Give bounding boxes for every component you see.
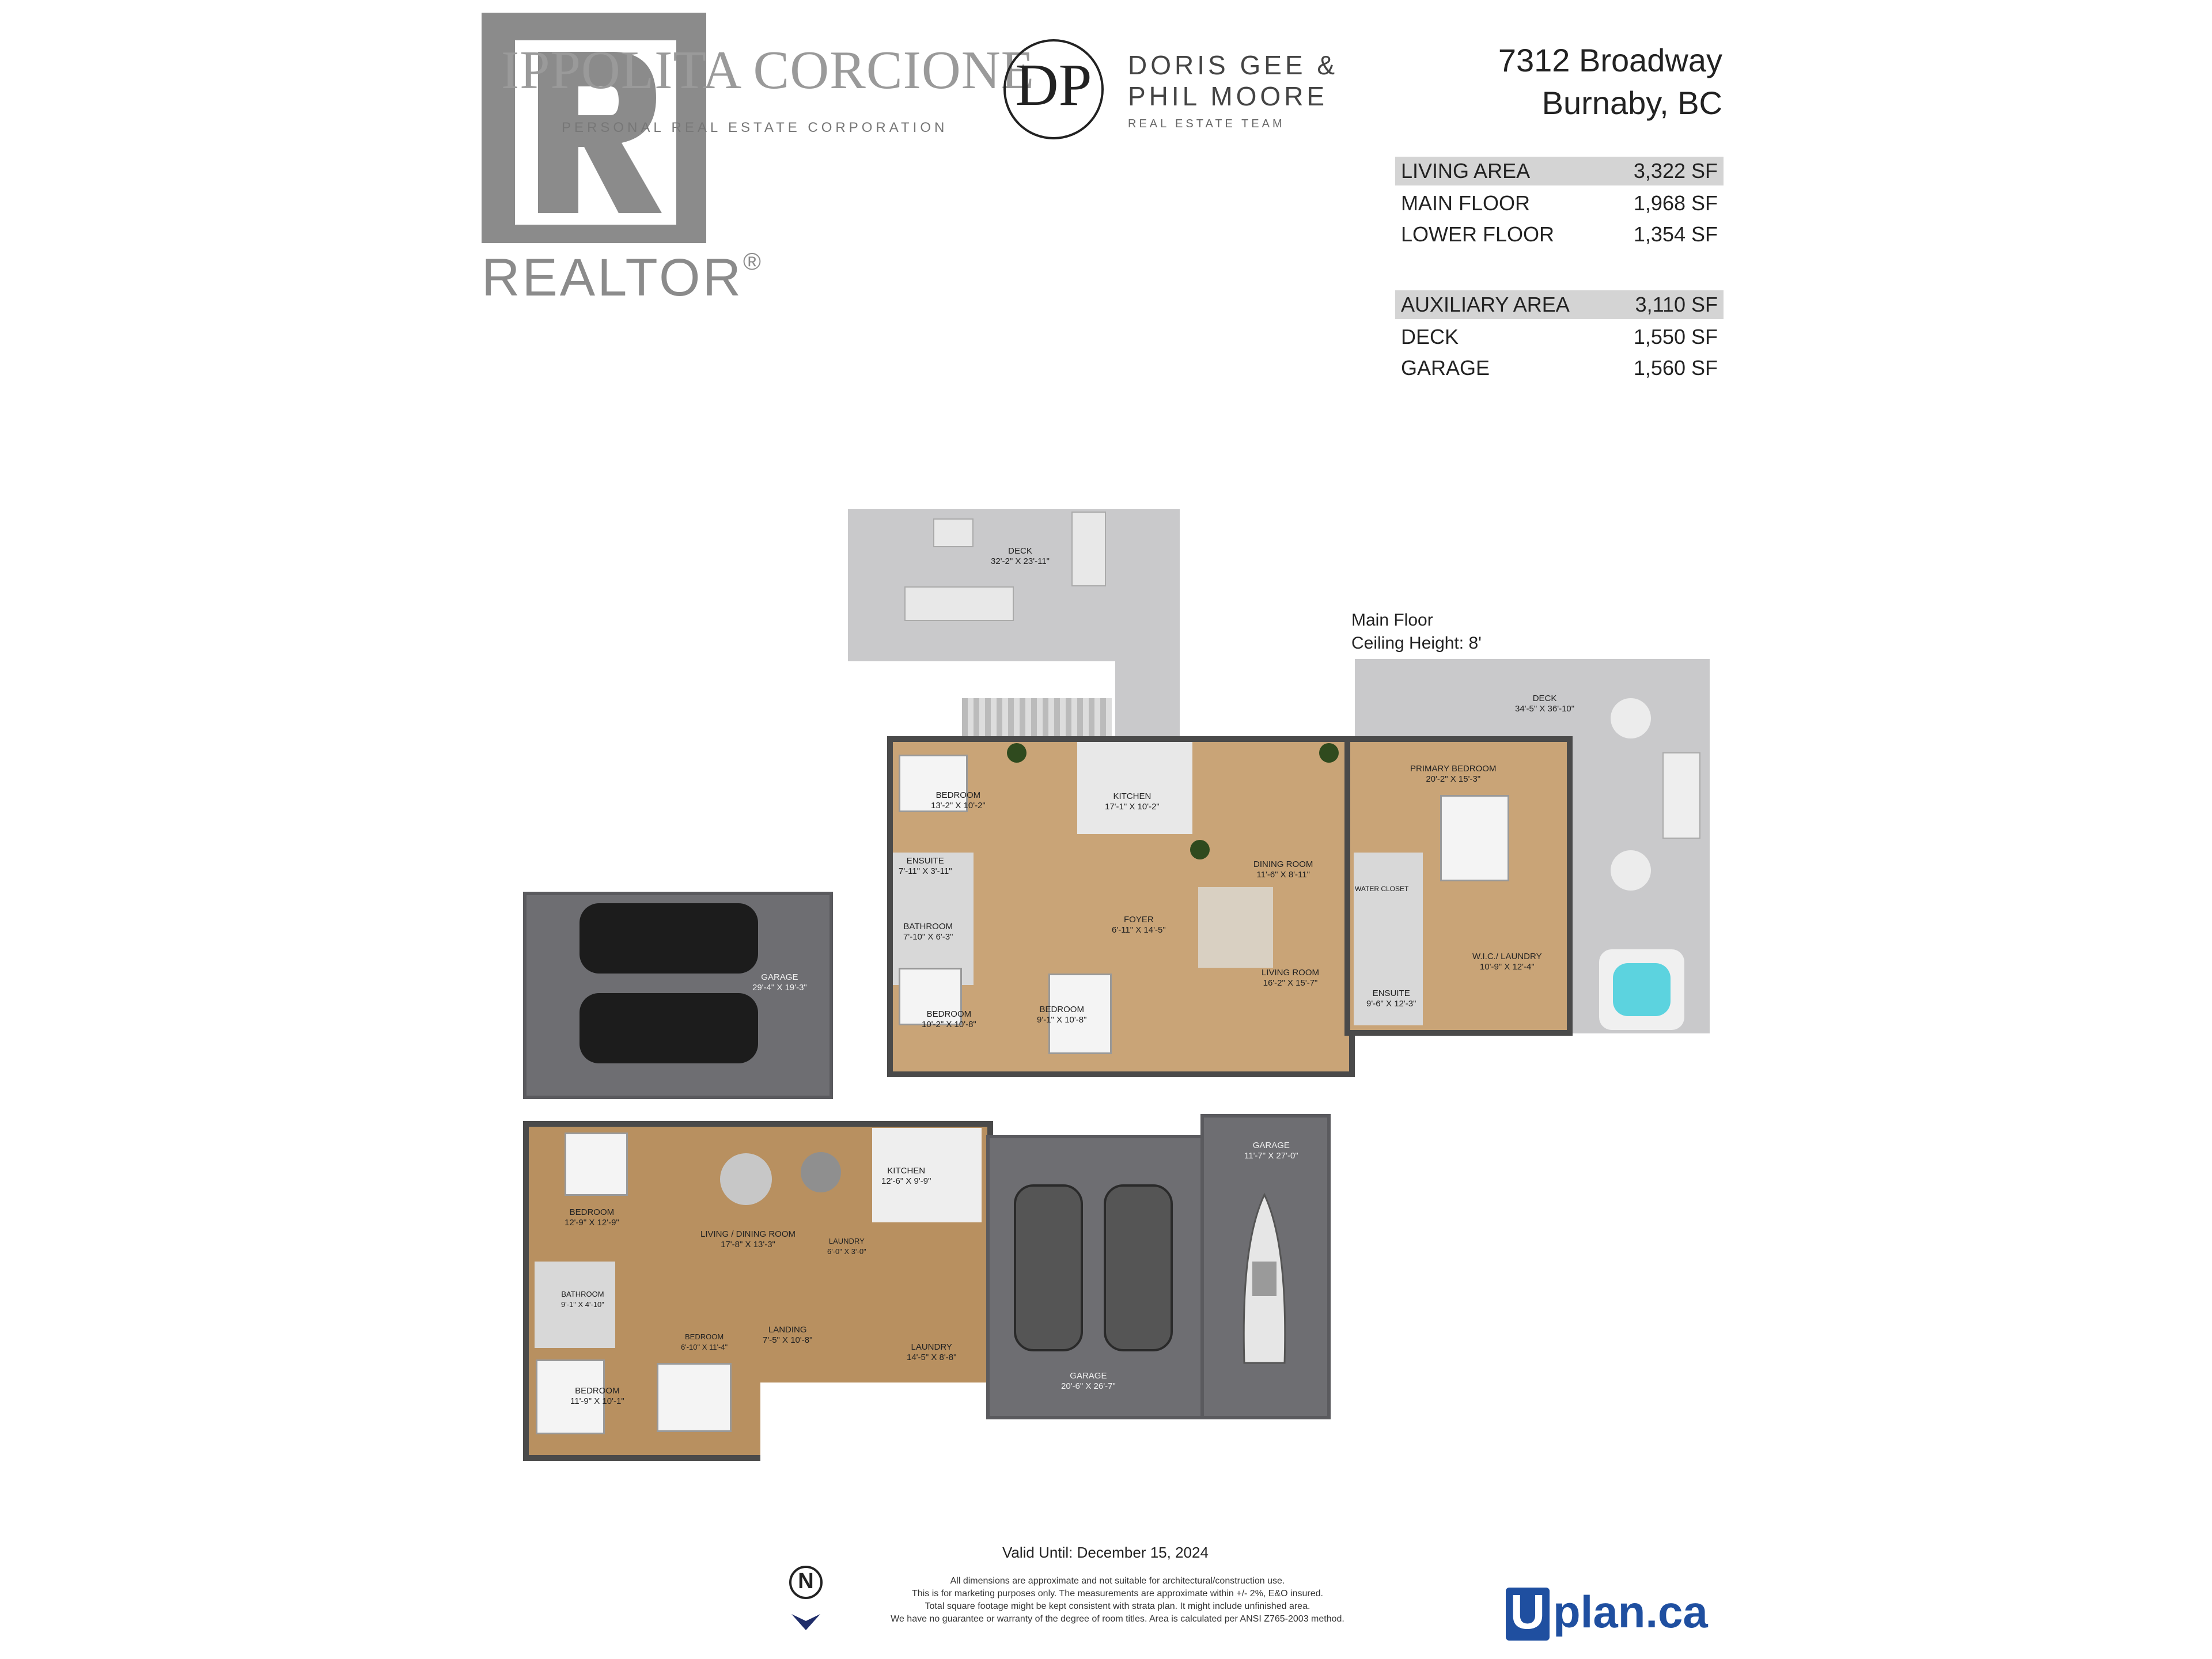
floor-title: Main Floor (1351, 611, 1433, 630)
car-icon (1014, 1184, 1083, 1351)
deck-top (848, 509, 1180, 661)
lower-notch (760, 1382, 993, 1461)
north-arrow-icon (791, 1614, 820, 1630)
agent-subtitle: PERSONAL REAL ESTATE CORPORATION (562, 120, 948, 135)
plant-icon (1190, 840, 1210, 859)
boat-icon (1243, 1192, 1286, 1364)
ensuite-tile (1354, 853, 1423, 1025)
stairs-deck (962, 698, 1112, 740)
disclaimer-line: This is for marketing purposes only. The… (912, 1589, 1323, 1599)
car-icon (579, 993, 758, 1063)
bath-tile (893, 853, 974, 985)
bed-icon (899, 968, 962, 1025)
uplan-logo-icon (1506, 1588, 1550, 1641)
north-letter: N (798, 1569, 814, 1593)
plant-icon (1319, 743, 1339, 763)
hot-tub-icon (1599, 949, 1684, 1030)
bed-icon (1440, 795, 1509, 881)
bed-icon (565, 1132, 628, 1196)
valid-until: Valid Until: December 15, 2024 (1002, 1544, 1209, 1561)
bed-icon (1048, 974, 1112, 1054)
team-name-line1: DORIS GEE & (1128, 50, 1339, 80)
deck-chair-icon (1611, 698, 1651, 738)
deck-dining-table (1071, 512, 1106, 586)
deck-top-walkway (1115, 657, 1180, 737)
car-icon (579, 903, 758, 974)
living-rug (1198, 887, 1273, 968)
deck-sofa (904, 586, 1014, 621)
living-round-rug (720, 1153, 772, 1205)
plant-icon (1007, 743, 1027, 763)
bed-icon (536, 1359, 605, 1434)
north-compass-icon (789, 1566, 823, 1599)
team-name-line2: PHIL MOORE (1128, 81, 1328, 111)
address-city: Burnaby, BC (1541, 85, 1722, 121)
uplan-logo-text: plan.ca (1553, 1586, 1708, 1637)
agent-name: IPPOLITA CORCIONE (501, 40, 1035, 100)
room-label-water-closet: WATER CLOSET (1355, 885, 1409, 893)
realtor-wordmark: REALTOR® (482, 248, 763, 307)
bed-icon (899, 755, 968, 812)
lower-kitchen-counter (872, 1128, 982, 1222)
team-logo-icon (1003, 39, 1104, 139)
address-street: 7312 Broadway (1498, 42, 1722, 78)
deck-right-sofa (1662, 752, 1700, 839)
deck-chair-icon (1611, 850, 1651, 891)
uplan-logo-letter: U (1510, 1585, 1546, 1639)
deck-side-table (933, 518, 974, 547)
team-name-line3: REAL ESTATE TEAM (1128, 118, 1285, 130)
bed-icon (657, 1363, 732, 1432)
lower-bath-tile (535, 1262, 615, 1348)
car-icon (1104, 1184, 1173, 1351)
realtor-r-icon (515, 40, 676, 225)
realtor-logo-icon (482, 13, 706, 243)
team-logo-letters: DP (1015, 52, 1092, 118)
disclaimer-line: We have no guarantee or warranty of the … (891, 1614, 1344, 1624)
disclaimer-line: All dimensions are approximate and not s… (950, 1576, 1285, 1586)
kitchen-counter (1077, 742, 1192, 834)
floor-ceiling-height: Ceiling Height: 8' (1351, 634, 1482, 653)
round-table-icon (801, 1152, 841, 1192)
disclaimer-line: Total square footage might be kept consi… (925, 1601, 1310, 1611)
